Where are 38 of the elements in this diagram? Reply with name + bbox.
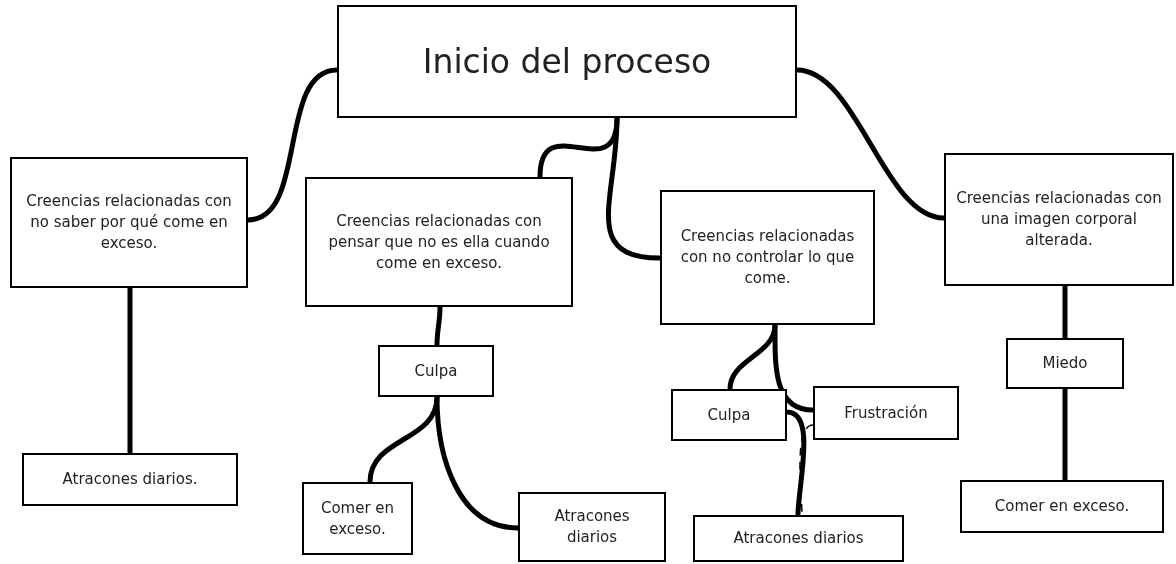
box-text: Creencias relacionadas con una imagen corporal alterada. xyxy=(955,188,1163,251)
box-text: Atracones diarios xyxy=(733,528,864,549)
box-text: Creencias relacionadas con no controlar lo que come. xyxy=(679,226,856,289)
box-text: Creencias relacionadas con pensar que no es ella cuando come en exceso. xyxy=(327,210,551,274)
concept-box xyxy=(305,177,573,307)
box-text: Inicio del proceso xyxy=(422,40,712,83)
connector xyxy=(606,117,661,261)
concept-box xyxy=(378,345,494,397)
box-text: Atracones diarios. xyxy=(62,469,198,490)
concept-box xyxy=(813,386,959,440)
connector xyxy=(434,306,443,346)
box-text: Comer en exceso. xyxy=(994,496,1130,517)
box-text: Culpa xyxy=(707,404,751,426)
connector xyxy=(127,288,133,453)
box-text: Creencias relacionadas con no saber por qué come en exceso. xyxy=(25,191,233,254)
box-text: Atracones diarios xyxy=(553,506,631,548)
connector xyxy=(772,325,814,413)
concept-box xyxy=(302,482,413,555)
box-text: Comer en exceso. xyxy=(319,497,396,540)
box-text: Miedo xyxy=(1042,353,1088,374)
concept-box xyxy=(960,480,1164,533)
connector xyxy=(786,409,807,516)
box-text: Frustración xyxy=(844,402,928,424)
connector xyxy=(434,396,519,531)
connector xyxy=(1062,286,1068,338)
concept-box xyxy=(518,492,666,562)
concept-box xyxy=(337,5,797,118)
concept-box xyxy=(660,190,875,325)
concept-box xyxy=(1006,338,1124,389)
concept-box xyxy=(693,515,904,562)
concept-box xyxy=(944,153,1174,286)
connector xyxy=(796,67,945,221)
box-text: Culpa xyxy=(414,360,458,382)
connector xyxy=(247,67,338,223)
connector xyxy=(1062,389,1068,480)
concept-box xyxy=(10,157,248,288)
concept-box xyxy=(671,389,787,441)
concept-box xyxy=(22,453,238,506)
